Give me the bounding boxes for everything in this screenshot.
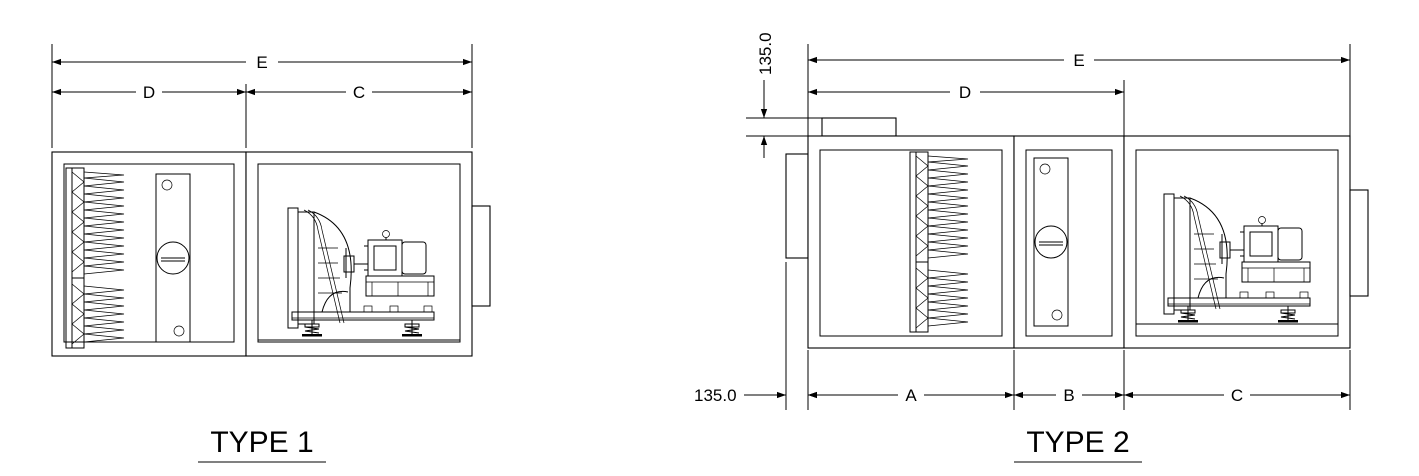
- type1-fan-inner: [257, 163, 461, 343]
- type2-dim-c: C: [1124, 386, 1350, 405]
- type2-dim-e: E: [808, 51, 1350, 70]
- type2-dim-top-offset-label: 135.0: [756, 32, 775, 75]
- type1-filter-section: [51, 151, 247, 357]
- type1-outlet-duct: [471, 205, 491, 307]
- type1-dim-c: C: [246, 83, 472, 102]
- type1-dim-e: E: [52, 53, 472, 72]
- type2-dim-a-label: A: [905, 386, 917, 405]
- type2-dim-left-offset-label: 135.0: [694, 386, 737, 405]
- type2-dim-top-offset: 135.0: [746, 32, 822, 158]
- type1-fan-section: [245, 151, 473, 357]
- type2-dim-b: B: [1014, 386, 1124, 405]
- type2-dim-e-label: E: [1073, 51, 1084, 70]
- type1-title: TYPE 1: [210, 426, 313, 459]
- type2-damper-inner: [1025, 149, 1113, 337]
- type2-dim-d: D: [808, 83, 1124, 102]
- type1-drawing: E D C TYPE 1: [51, 44, 491, 463]
- type2-fan-section: [1123, 135, 1351, 349]
- type2-top-hood: [821, 117, 897, 137]
- type2-filter-inner: [819, 149, 1003, 337]
- type1-filter-inner: [63, 163, 235, 343]
- type2-dim-a: A: [808, 386, 1014, 405]
- type2-inlet-duct: [785, 153, 809, 259]
- type1-dim-d-label: D: [143, 83, 155, 102]
- type2-dim-d-label: D: [959, 83, 971, 102]
- type2-filter-section: [807, 135, 1015, 349]
- type2-damper-section: [1013, 135, 1125, 349]
- type2-title: TYPE 2: [1026, 426, 1129, 459]
- type1-dim-e-label: E: [256, 53, 267, 72]
- type1-dim-d: D: [52, 83, 246, 102]
- type2-dim-b-label: B: [1063, 386, 1074, 405]
- type2-drawing: E D 135.0: [694, 32, 1369, 463]
- type2-dim-c-label: C: [1231, 386, 1243, 405]
- type2-fan-inner: [1135, 149, 1339, 337]
- type1-dim-c-label: C: [353, 83, 365, 102]
- type2-outlet-duct: [1349, 189, 1369, 297]
